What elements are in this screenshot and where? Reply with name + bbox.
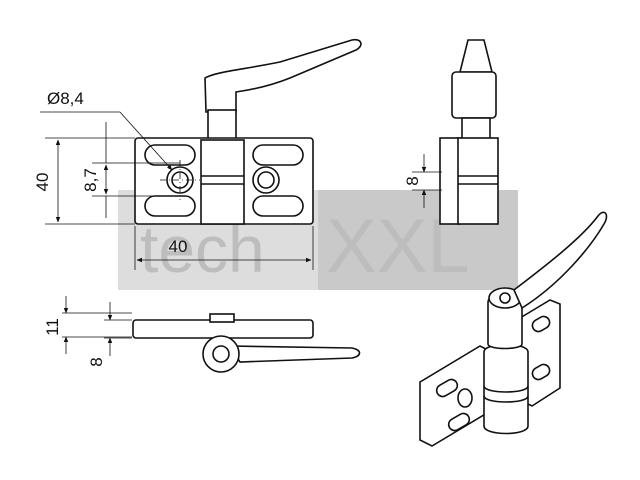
dim-hole-offset: 8,7 <box>81 168 100 192</box>
dim-height: 40 <box>33 173 52 192</box>
iso-hinge-barrel <box>483 343 529 435</box>
lever-handle-top <box>204 38 362 113</box>
dim-hole-diameter: Ø8,4 <box>47 89 84 108</box>
side-view: 8 <box>403 39 499 225</box>
hole-right <box>252 166 280 194</box>
lever-shaft-top <box>207 109 237 141</box>
hinge-body-top <box>200 139 245 225</box>
slot-3 <box>252 144 304 166</box>
top-view: Ø8,4 40 8,7 40 <box>33 38 362 270</box>
plate-side-view <box>439 137 461 225</box>
hole-left <box>166 166 194 194</box>
dim-front-thickness: 11 <box>43 318 62 336</box>
hinge-body-side <box>457 137 499 225</box>
slot-4 <box>252 195 304 217</box>
lever-hub-front <box>202 335 240 373</box>
dim-width: 40 <box>169 237 188 256</box>
lever-handle-front <box>228 345 361 363</box>
lever-grip-side <box>451 71 497 119</box>
front-view: 11 8 <box>43 296 361 373</box>
isometric-view <box>419 211 608 447</box>
lever-shaft-side <box>461 117 491 141</box>
iso-lever-arm <box>513 211 608 310</box>
dim-side-height: 8 <box>403 176 422 185</box>
hinge-top-front <box>209 313 235 323</box>
dim-front-offset: 8 <box>87 357 106 366</box>
lever-tip-side <box>458 39 494 73</box>
